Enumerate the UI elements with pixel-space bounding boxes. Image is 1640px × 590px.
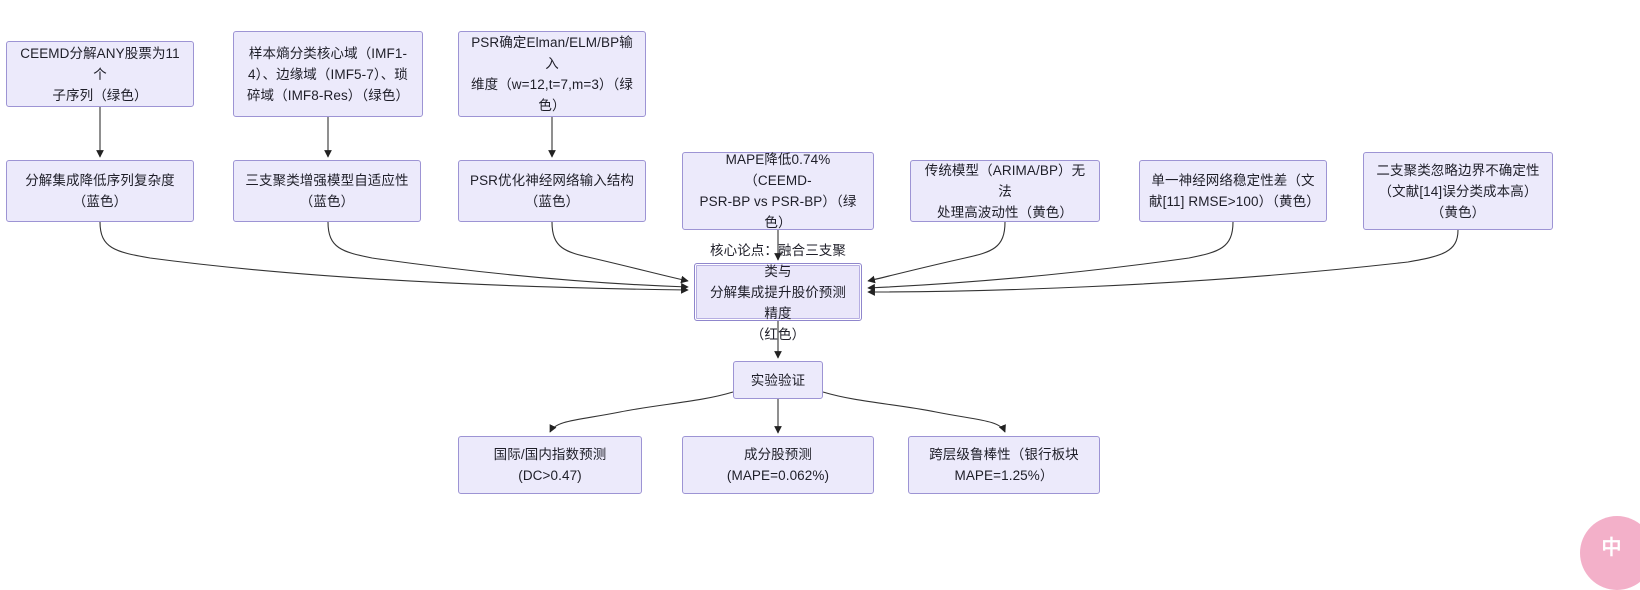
node-label: 传统模型（ARIMA/BP）无法 处理高波动性（黄色）	[924, 162, 1086, 220]
edge-n6-core	[551, 221, 689, 284]
edge-exp-r3	[822, 391, 1006, 433]
node-ceemd-decomposition[interactable]: CEEMD分解ANY股票为11个 子序列（绿色）	[6, 41, 194, 107]
edge-n5-core	[327, 221, 689, 291]
node-label: PSR确定Elman/ELM/BP输入 维度（w=12,t=7,m=3）（绿 色…	[471, 35, 633, 113]
diagram-canvas: CEEMD分解ANY股票为11个 子序列（绿色） 样本熵分类核心域（IMF1- …	[6, 31, 1640, 590]
node-label: 国际/国内指数预测 (DC>0.47)	[493, 447, 607, 483]
watermark-label: 中	[1601, 536, 1622, 559]
node-core-claim[interactable]: 核心论点：融合三支聚类与 分解集成提升股价预测精度 （红色）	[694, 243, 862, 342]
node-label: 三支聚类增强模型自适应性 （蓝色）	[245, 173, 409, 209]
node-result-constituent-stock-forecast[interactable]: 成分股预测 (MAPE=0.062%)	[682, 436, 874, 494]
node-label: MAPE降低0.74%（CEEMD- PSR-BP vs PSR-BP）（绿 色…	[699, 152, 857, 230]
node-result-cross-level-robustness[interactable]: 跨层级鲁棒性（银行板块 MAPE=1.25%）	[908, 436, 1100, 494]
node-label: 跨层级鲁棒性（银行板块 MAPE=1.25%）	[929, 447, 1079, 483]
node-two-way-clustering-limitation[interactable]: 二支聚类忽略边界不确定性 （文献[14]误分类成本高） （黄色）	[1363, 152, 1553, 230]
edge-n10-core	[867, 229, 1459, 296]
node-decomposition-reduces-complexity[interactable]: 分解集成降低序列复杂度 （蓝色）	[6, 160, 194, 222]
node-label: 实验验证	[750, 372, 806, 388]
node-sample-entropy-classification[interactable]: 样本熵分类核心域（IMF1- 4）、边缘域（IMF5-7）、琐 碎域（IMF8-…	[233, 31, 423, 117]
node-label: CEEMD分解ANY股票为11个 子序列（绿色）	[20, 45, 180, 103]
node-experiment-verification[interactable]: 实验验证	[733, 361, 823, 399]
node-label: PSR优化神经网络输入结构 （蓝色）	[469, 173, 635, 209]
node-label: 二支聚类忽略边界不确定性 （文献[14]误分类成本高） （黄色）	[1376, 162, 1540, 220]
watermark-badge: 中	[1580, 516, 1640, 590]
node-label: 成分股预测 (MAPE=0.062%)	[726, 447, 830, 483]
edge-exp-r1	[549, 391, 734, 433]
edge-n9-core	[867, 221, 1234, 292]
node-three-way-clustering-adaptivity[interactable]: 三支聚类增强模型自适应性 （蓝色）	[233, 160, 421, 222]
node-single-network-instability[interactable]: 单一神经网络稳定性差（文 献[11] RMSE>100）（黄色）	[1139, 160, 1327, 222]
node-traditional-models-limitation[interactable]: 传统模型（ARIMA/BP）无法 处理高波动性（黄色）	[910, 160, 1100, 222]
node-label: 分解集成降低序列复杂度 （蓝色）	[25, 173, 175, 209]
node-psr-optimizes-network-input[interactable]: PSR优化神经网络输入结构 （蓝色）	[458, 160, 646, 222]
node-label: 样本熵分类核心域（IMF1- 4）、边缘域（IMF5-7）、琐 碎域（IMF8-…	[246, 45, 410, 103]
node-label: 核心论点：融合三支聚类与 分解集成提升股价预测精度 （红色）	[710, 242, 846, 342]
node-psr-input-dimension[interactable]: PSR确定Elman/ELM/BP输入 维度（w=12,t=7,m=3）（绿 色…	[458, 31, 646, 117]
edge-n8-core	[867, 221, 1006, 284]
edge-n4-core	[99, 221, 689, 294]
node-result-index-forecast[interactable]: 国际/国内指数预测 (DC>0.47)	[458, 436, 642, 494]
node-label: 单一神经网络稳定性差（文 献[11] RMSE>100）（黄色）	[1149, 173, 1320, 209]
node-mape-reduction[interactable]: MAPE降低0.74%（CEEMD- PSR-BP vs PSR-BP）（绿 色…	[682, 152, 874, 230]
